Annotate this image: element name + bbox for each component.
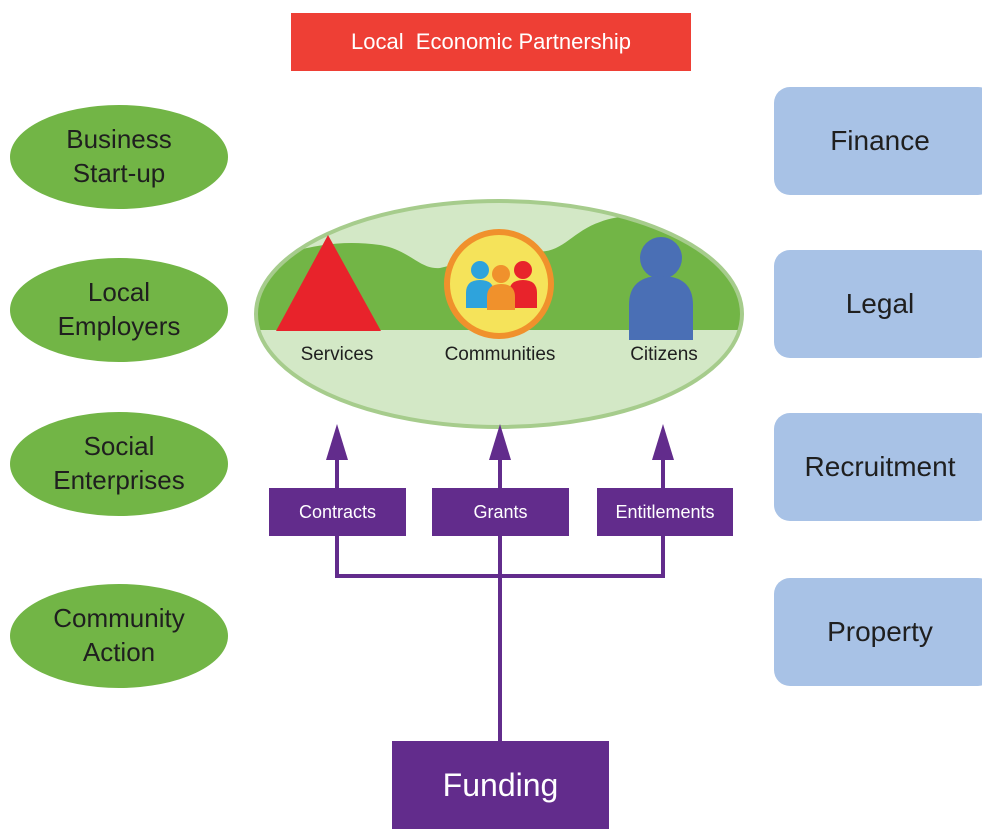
funding-box: Funding <box>392 741 609 829</box>
box-property: Property <box>774 578 982 686</box>
box-label: Recruitment <box>804 451 956 482</box>
tag-label: Contracts <box>298 501 377 522</box>
people-group-icon <box>444 229 554 339</box>
title-text: Local Economic Partnership <box>350 29 632 54</box>
box-legal: Legal <box>774 250 982 358</box>
box-label: Property <box>827 616 933 647</box>
tag-entitlements: Entitlements <box>597 488 733 536</box>
person-icon <box>629 237 693 340</box>
box-finance: Finance <box>774 87 982 195</box>
communities-label: Communities <box>445 344 556 365</box>
oval-social-enterprises: Social Enterprises <box>10 412 228 516</box>
oval-business-startup: Business Start-up <box>10 105 228 209</box>
box-label: Finance <box>830 125 930 156</box>
tag-label: Grants <box>473 501 528 522</box>
oval-community-action: Community Action <box>10 584 228 688</box>
services-label: Services <box>301 344 374 365</box>
funding-label: Funding <box>442 766 559 803</box>
arrowhead-contracts <box>326 424 348 460</box>
box-label: Legal <box>845 288 915 319</box>
arrowhead-entitlements <box>652 424 674 460</box>
tag-grants: Grants <box>432 488 569 536</box>
box-recruitment: Recruitment <box>774 413 982 521</box>
arrowhead-grants <box>489 424 511 460</box>
tag-contracts: Contracts <box>269 488 406 536</box>
oval-label: Social Enterprises <box>53 431 185 495</box>
oval-label: Local Employers <box>57 277 181 341</box>
tag-label: Entitlements <box>615 501 715 522</box>
oval-local-employers: Local Employers <box>10 258 228 362</box>
oval-label: Community Action <box>53 603 185 667</box>
title-banner: Local Economic Partnership <box>291 13 691 71</box>
citizens-label: Citizens <box>630 344 698 365</box>
triangle-icon <box>276 235 381 331</box>
oval-label: Business Start-up <box>66 124 172 188</box>
